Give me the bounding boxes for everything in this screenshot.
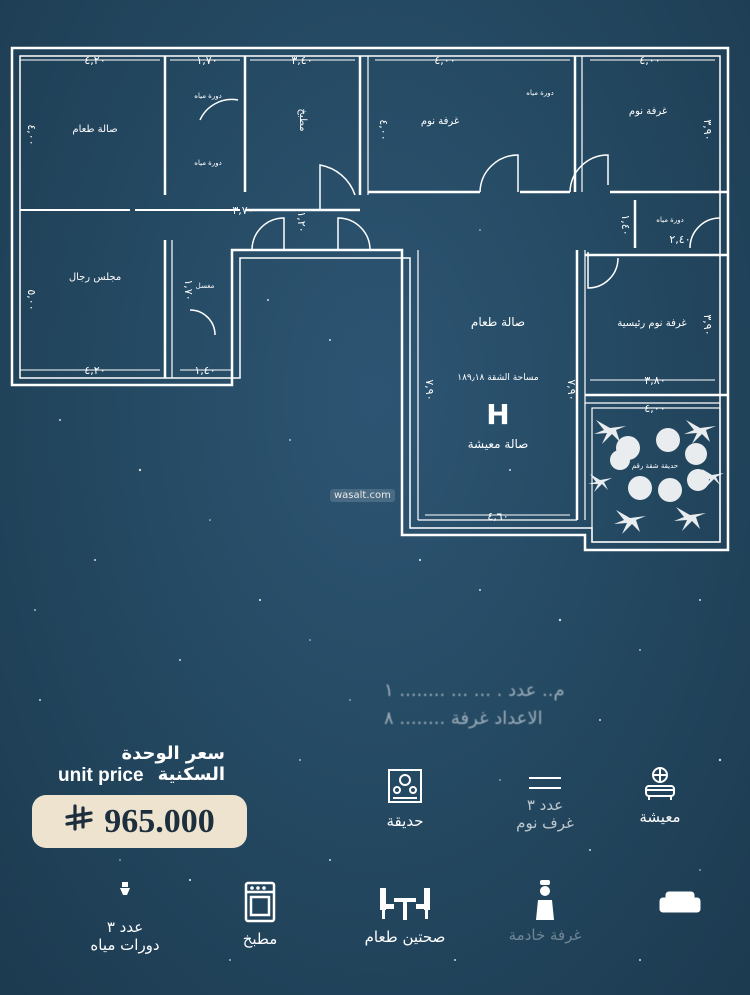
room-area: مساحة الشقة ١٨٩٫١٨ (457, 373, 539, 383)
dim-bedroom2-height: ٣,٩٠ (701, 119, 714, 140)
feature-kitchen-label: مطبخ (242, 930, 278, 948)
dim-bath-width: ٢,٤٠ (669, 233, 690, 246)
feature-living: معيشة (615, 766, 705, 826)
feature-sofa (640, 888, 720, 918)
blurred-line-1: م.. عدد . ... ... ........ ١ (384, 680, 565, 701)
garden-plants (588, 420, 724, 534)
dim-majlis-height: ٥,٠٠ (25, 289, 38, 310)
feature-kitchen: مطبخ (220, 880, 300, 948)
dim-top-left: ٤,٢٠ (84, 54, 105, 67)
room-master: غرفة نوم رئيسية (617, 318, 686, 329)
dim-majlis-width: ٤,٢٠ (84, 364, 105, 377)
room-wc3: دورة مياه (526, 89, 553, 97)
dim-master-width: ٣,٨٠ (644, 374, 665, 387)
dim-kitchen-bottom: ٣,٧٠ (232, 204, 253, 217)
bed-icon (500, 772, 590, 796)
feature-garden-label: حديقة (386, 812, 424, 830)
dim-wc-width: ١,٤٠ (194, 364, 215, 377)
garden-icon (360, 766, 450, 806)
dining-table-icon (345, 882, 465, 922)
feature-bathrooms-label: دورات مياه (90, 936, 160, 954)
feature-maid: غرفة خادمة (505, 880, 585, 944)
room-living: صالة معيشة (468, 437, 529, 451)
price-box: 965.000 (32, 795, 247, 848)
room-bedroom2: غرفة نوم (629, 106, 667, 117)
maid-icon (505, 880, 585, 920)
dim-living-right: ٧,٩٠ (565, 379, 578, 400)
room-dining-left: صالة طعام (72, 124, 117, 135)
room-wc4: دورة مياه (656, 216, 683, 224)
feature-dining-label: صحتين طعام (364, 928, 446, 946)
dim-bath-height: ١,٤٠ (619, 214, 632, 235)
feature-bedrooms-count: عدد ٣ (526, 796, 564, 814)
room-wc2: دورة مياه (194, 159, 221, 167)
room-bedroom1: غرفة نوم (421, 116, 459, 127)
dim-living-width: ٤,٦٠ (487, 510, 508, 523)
dim-living-left: ٧,٩٠ (423, 379, 436, 400)
dim-bedroom1: ٤,٠٠ (434, 54, 455, 67)
price-title-arabic: سعر الوحدة السكنية (121, 743, 225, 785)
floor-plan: H ٤,٢٠ ١,٧٠ ٣,٤٠ ٤,٠٠ ٤,٠٠ ٤,٠٠ ٤,٠٠ ٣,٩… (0, 0, 750, 560)
watermark: wasalt.com (330, 489, 395, 502)
feature-bedrooms: عدد ٣ غرف نوم (500, 772, 590, 832)
feature-living-label: معيشة (639, 808, 681, 826)
unit-letter: H (486, 398, 509, 431)
room-dining-center: صالة طعام (471, 315, 525, 329)
feature-bathrooms: عدد ٣ دورات مياه (70, 880, 180, 954)
stove-icon (220, 880, 300, 924)
feature-maid-label: غرفة خادمة (508, 926, 582, 944)
room-garden: حديقة شقة رقم (632, 462, 678, 470)
dim-top-mid: ١,٧٠ (196, 54, 217, 67)
room-mashab: مغسل (196, 282, 215, 290)
feature-bedrooms-label: غرف نوم (516, 814, 574, 832)
toilet-icon (70, 880, 180, 896)
sofa-icon (640, 888, 720, 918)
feature-dining: صحتين طعام (345, 882, 465, 946)
dim-master-height: ٣,٩٠ (701, 314, 714, 335)
dim-bedroom2: ٤,٠٠ (639, 54, 660, 67)
blurred-line-2: الاعداد غرفة ........ ٨ (384, 708, 543, 729)
room-majlis: مجلس رجال (69, 272, 121, 283)
dim-corridor: ١,٢٠ (295, 211, 308, 232)
riyal-currency-icon (64, 803, 94, 841)
dim-left-height: ٤,٠٠ (25, 124, 38, 145)
feature-bathrooms-count: عدد ٣ (106, 918, 144, 936)
dim-bedroom1-height: ٤,٠٠ (377, 119, 390, 140)
dim-kitchen: ٣,٤٠ (291, 54, 312, 67)
room-kitchen: مطبخ (297, 108, 308, 131)
sofa-window-icon (615, 766, 705, 802)
dim-wc-height: ١,٧٠ (182, 279, 195, 300)
price-title-english: unit price (58, 765, 144, 786)
feature-garden: حديقة (360, 766, 450, 830)
price-value: 965.000 (104, 802, 215, 840)
dim-garden-width: ٤,٠٠ (644, 402, 665, 415)
room-wc1: دورة مياه (194, 92, 221, 100)
